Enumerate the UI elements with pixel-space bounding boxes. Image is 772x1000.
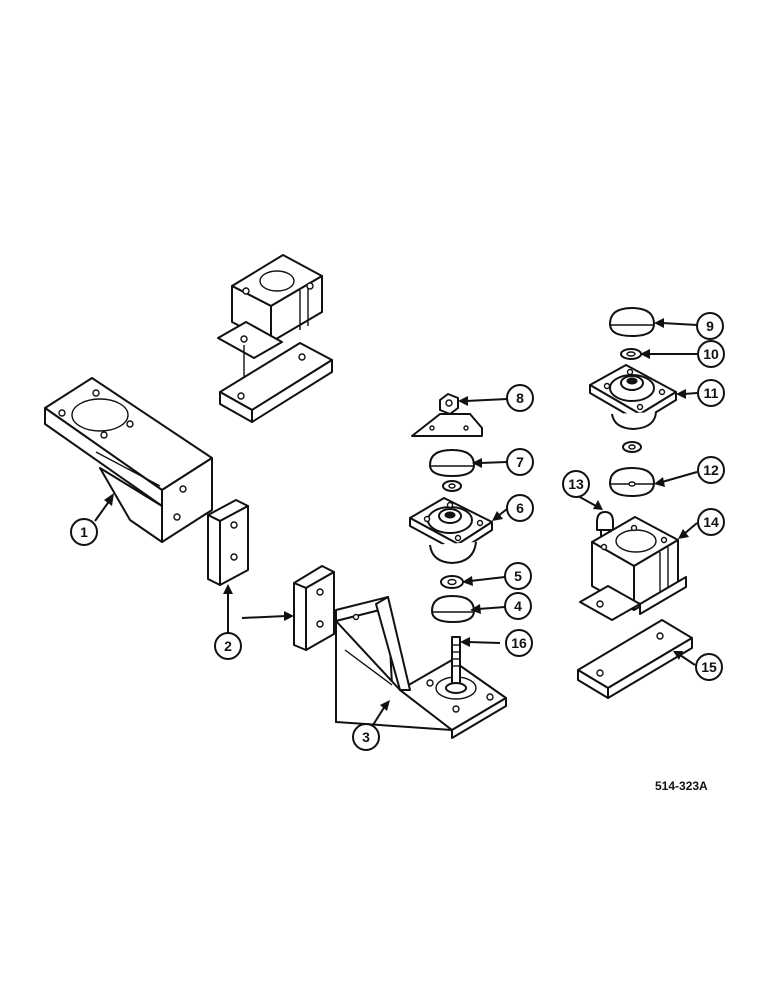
resilient-mount-11 — [589, 364, 677, 430]
callout-1-label: 1 — [80, 524, 88, 540]
callout-8-label: 8 — [516, 390, 524, 406]
callout-16-label: 16 — [511, 635, 527, 651]
mounting-stud — [445, 636, 467, 694]
shim-plate-lower — [293, 565, 335, 651]
callout-4-label: 4 — [514, 598, 522, 614]
rubber-cushion-9 — [609, 307, 655, 337]
lower-spacer-plate-15 — [577, 619, 693, 699]
callout-7: 7 — [506, 448, 534, 476]
upper-rubber-cushion-7 — [429, 449, 475, 477]
callout-14-label: 14 — [703, 514, 719, 530]
washer-11a — [622, 441, 642, 453]
callout-3-label: 3 — [362, 729, 370, 745]
callout-5: 5 — [504, 562, 532, 590]
callout-3: 3 — [352, 723, 380, 751]
callout-2-label: 2 — [224, 638, 232, 654]
callout-11: 11 — [697, 379, 725, 407]
left-bracket — [44, 377, 213, 543]
leader-lines — [94, 318, 698, 726]
callout-4: 4 — [504, 592, 532, 620]
washer-6a — [442, 480, 462, 492]
rubber-cushion-12 — [609, 467, 655, 497]
callout-13-label: 13 — [568, 476, 584, 492]
lower-housing-14 — [579, 516, 687, 621]
callout-9: 9 — [696, 312, 724, 340]
callout-7-label: 7 — [516, 454, 524, 470]
callout-13: 13 — [562, 470, 590, 498]
right-bracket — [335, 596, 507, 739]
upper-rubber-cushion-4 — [431, 595, 475, 623]
callout-1: 1 — [70, 518, 98, 546]
washer-10 — [620, 348, 642, 360]
resilient-mount-6 — [409, 497, 493, 564]
shim-plate-upper — [207, 499, 249, 586]
upper-left-mount-housing — [217, 254, 323, 378]
washer-5 — [440, 575, 464, 589]
callout-5-label: 5 — [514, 568, 522, 584]
callout-6: 6 — [506, 494, 534, 522]
callout-15: 15 — [695, 653, 723, 681]
callout-12: 12 — [697, 456, 725, 484]
callout-2: 2 — [214, 632, 242, 660]
callout-12-label: 12 — [703, 462, 719, 478]
callout-10: 10 — [697, 340, 725, 368]
callout-11-label: 11 — [704, 385, 719, 401]
callout-9-label: 9 — [706, 318, 714, 334]
nut-plate-8 — [411, 393, 483, 437]
drawing-reference-code: 514-323A — [655, 779, 708, 793]
callout-14: 14 — [697, 508, 725, 536]
callout-15-label: 15 — [701, 659, 717, 675]
callout-6-label: 6 — [516, 500, 524, 516]
callout-8: 8 — [506, 384, 534, 412]
callout-16: 16 — [505, 629, 533, 657]
upper-left-spacer-plate — [219, 342, 333, 423]
callout-10-label: 10 — [703, 346, 719, 362]
